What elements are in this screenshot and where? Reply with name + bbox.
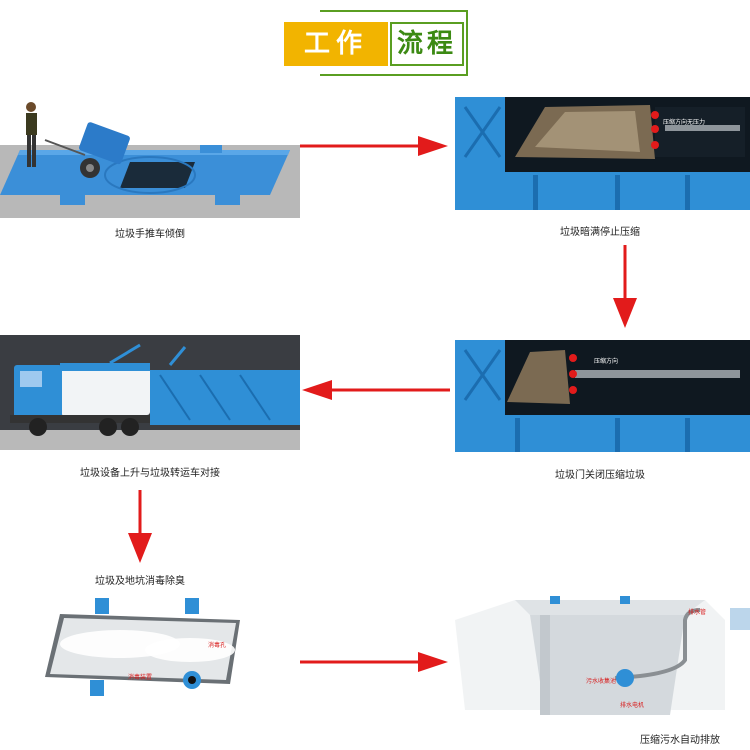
step4-caption: 垃圾设备上升与垃圾转运车对接 <box>80 468 220 479</box>
step6-label-drain-motor: 排水电机 <box>620 702 645 709</box>
step1-image <box>0 100 300 218</box>
title-left: 工作 <box>284 22 388 66</box>
step6-image <box>445 580 750 722</box>
step5-label-disinfect-device: 消毒装置 <box>128 674 153 681</box>
arrow-step5-to-step6 <box>300 652 448 672</box>
step5-label-disinfect-hole: 消毒孔 <box>208 642 227 649</box>
page-title: 工作 流程 <box>278 10 468 76</box>
step1-caption: 垃圾手推车倾倒 <box>115 229 185 240</box>
step3-caption: 垃圾门关闭压缩垃圾 <box>555 470 645 481</box>
step2-image <box>455 97 750 210</box>
step3-note: 压缩方向 <box>594 358 619 365</box>
title-right: 流程 <box>390 22 464 66</box>
step3-image <box>455 340 750 452</box>
step6-label-drain-pipe: 排水管 <box>688 609 707 616</box>
title-frame <box>320 10 468 76</box>
step5-image <box>40 592 260 707</box>
step2-caption: 垃圾暗满停止压缩 <box>560 227 640 238</box>
arrow-step1-to-step2 <box>300 136 448 156</box>
arrow-step4-to-step5 <box>128 490 152 563</box>
step2-note: 压缩方向无压力 <box>663 119 706 126</box>
step6-label-sewage-pool: 污水收集池 <box>586 678 617 685</box>
step4-image <box>0 335 300 450</box>
step6-caption: 压缩污水自动排放 <box>640 735 720 746</box>
step5-caption: 垃圾及地坑消毒除臭 <box>95 576 185 587</box>
arrow-step3-to-step4 <box>302 380 450 400</box>
arrow-step2-to-step3 <box>613 245 637 328</box>
